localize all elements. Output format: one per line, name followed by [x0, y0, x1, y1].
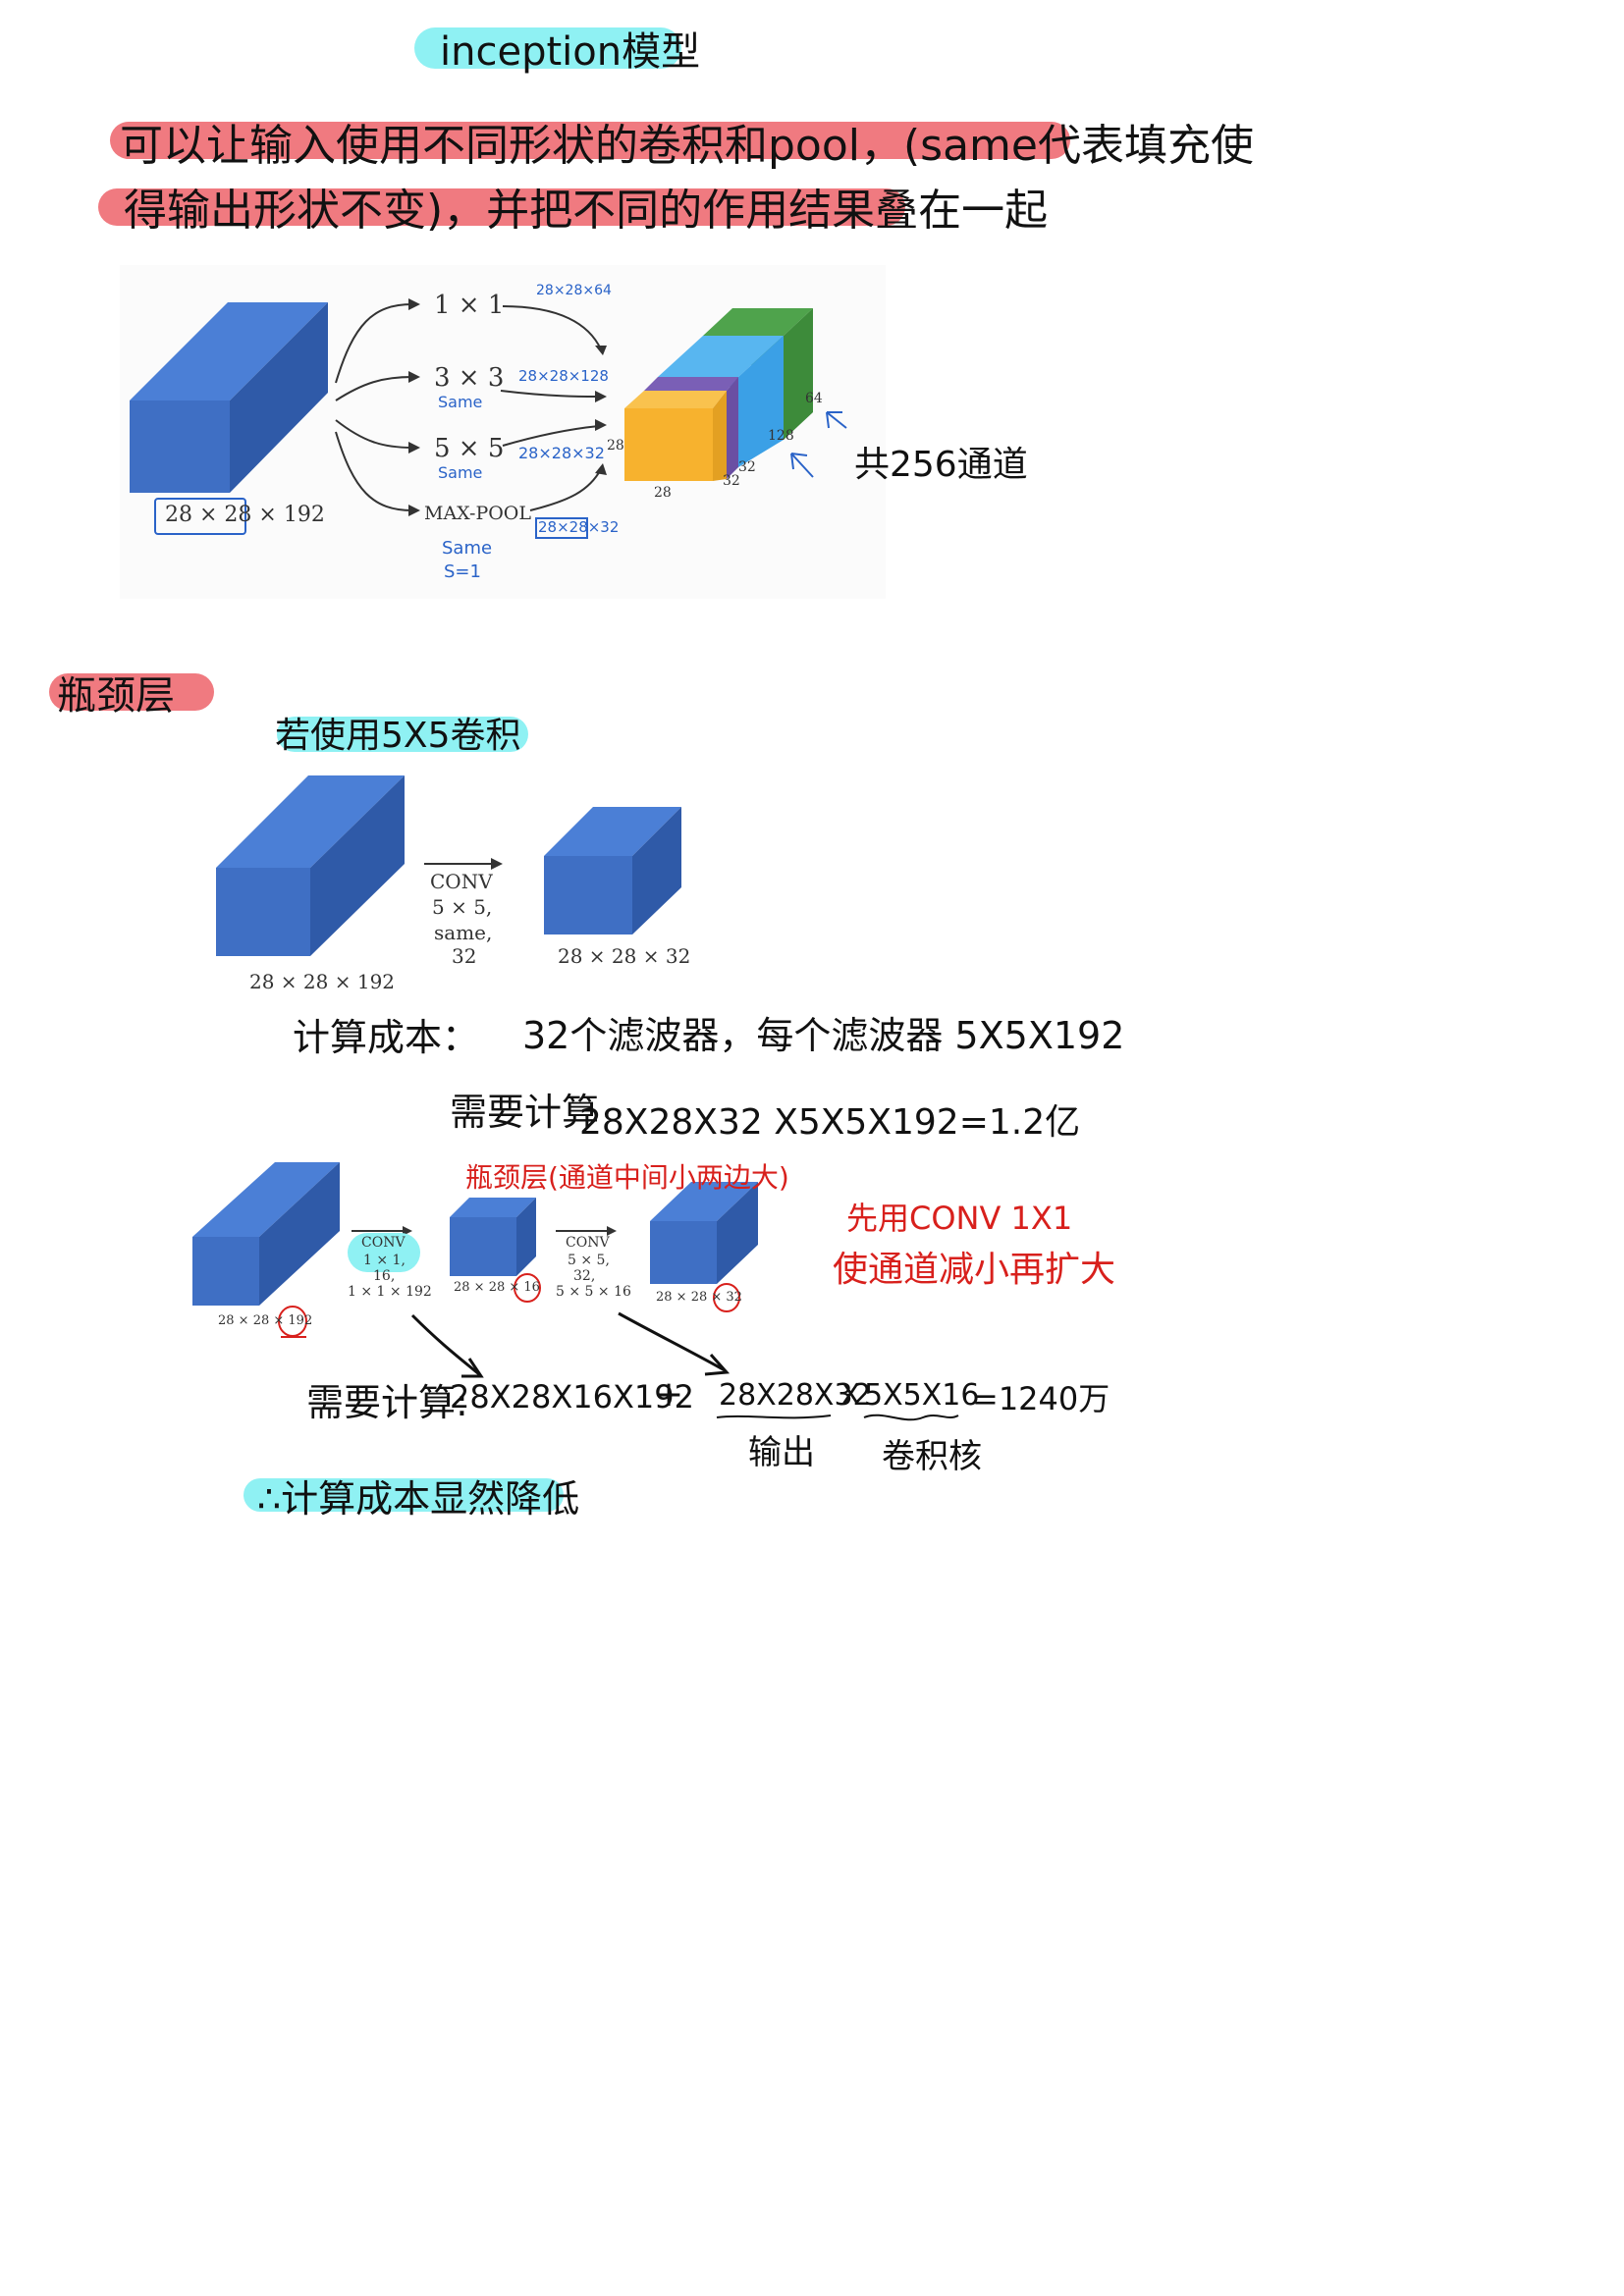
- bn-arrowhead-1: [403, 1226, 412, 1236]
- cost-line-2: 28X28X32 X5X5X192=1.2亿: [579, 1102, 1081, 1143]
- intro-highlight-2: [98, 188, 905, 226]
- bn-conv1-line-4: 1 × 1 × 192: [348, 1284, 432, 1300]
- calc-x: X: [840, 1378, 861, 1413]
- channels-note: 共256通道: [854, 445, 1028, 485]
- bn-label-mid-num: 16: [523, 1280, 540, 1295]
- intro-line-1: 可以让输入使用不同形状的卷积和pool，(same代表填充使: [120, 121, 1254, 171]
- same-note-5x5: Same: [438, 463, 483, 482]
- bn-arrowhead-2: [607, 1226, 617, 1236]
- bn-label-in: 28 × 28 × 192: [218, 1313, 312, 1328]
- red-circles: [278, 1273, 740, 1337]
- pool-stride-note: S=1: [444, 561, 481, 582]
- conclusion: ∴计算成本显然降低: [257, 1477, 580, 1521]
- calc-arrows: [410, 1311, 731, 1378]
- under-kernel: 卷积核: [882, 1437, 982, 1476]
- pool-same-note: Same: [442, 538, 493, 559]
- bn-conv2-line-4: 5 × 5 × 16: [556, 1284, 631, 1300]
- conv5-input-block: [216, 775, 405, 956]
- bottleneck-heading: 瓶颈层: [57, 673, 175, 719]
- bn-conv2-line-2: 5 × 5,: [568, 1253, 610, 1268]
- red-note-side-2: 使通道减小再扩大: [833, 1250, 1116, 1290]
- conv5-output-block: [544, 807, 681, 934]
- same-note-3x3: Same: [438, 393, 483, 411]
- branch-arrowheads: [408, 298, 420, 516]
- calc-term-2a: 28X28X32: [719, 1378, 872, 1413]
- bn-label-out-num: 32: [726, 1290, 742, 1305]
- underline-kernel: [863, 1414, 959, 1421]
- cost-line-2-label: 需要计算: [450, 1091, 600, 1134]
- conclusion-highlight: [244, 1478, 564, 1512]
- cost-label: 计算成本：: [293, 1016, 480, 1059]
- input-label-box: [154, 498, 246, 535]
- red-note-side-1: 先用CONV 1X1: [846, 1200, 1073, 1237]
- calc-term-1: 28X28X16X192: [450, 1378, 694, 1415]
- bn-input-block: [192, 1162, 340, 1306]
- output-arrowheads: [595, 346, 607, 475]
- annot-1x1: 28×28×64: [536, 283, 612, 298]
- inception-output-block: [624, 308, 813, 481]
- calc-term-2b: 5X5X16: [864, 1378, 980, 1413]
- bn-label-in-prefix: 28 × 28 ×: [218, 1313, 289, 1328]
- branch-maxpool: MAX-POOL: [424, 503, 531, 524]
- output-dim-height: 28: [607, 438, 624, 454]
- output-dim-128: 128: [768, 428, 794, 444]
- channel-pointer-arrows: [790, 411, 847, 478]
- red-note-top: 瓶颈层(通道中间小两边大): [465, 1161, 789, 1194]
- bn-label-mid-prefix: 28 × 28 ×: [454, 1280, 524, 1295]
- conv5-label-3: same,: [434, 921, 493, 944]
- bn-conv2-line-3: 32,: [573, 1268, 596, 1284]
- bn-conv2-line-1: CONV: [566, 1235, 610, 1251]
- bn-output-block: [650, 1182, 758, 1284]
- bn-label-out: 28 × 28 × 32: [656, 1290, 742, 1305]
- bn-conv1-line-3: 16,: [373, 1268, 396, 1284]
- inception-input-label: 28 × 28 × 192: [165, 503, 325, 527]
- calc-label: 需要计算:: [306, 1381, 468, 1424]
- page-title: inception模型: [440, 29, 701, 75]
- title-highlight: [414, 27, 681, 69]
- conv5-label-1: CONV: [430, 870, 493, 893]
- bn-label-mid: 28 × 28 × 16: [454, 1280, 540, 1295]
- bn-conv1-line-2: 1 × 1,: [363, 1253, 406, 1268]
- cost-line-1: 32个滤波器，每个滤波器 5X5X192: [522, 1014, 1125, 1057]
- pool-annotation-box: [535, 517, 588, 539]
- conv5-label-2: 5 × 5,: [432, 895, 493, 919]
- conv5-input-label: 28 × 28 × 192: [249, 970, 396, 993]
- output-dim-width: 28: [654, 485, 672, 501]
- output-dim-32b: 32: [723, 473, 740, 489]
- annot-3x3: 28×28×128: [518, 367, 609, 385]
- inception-input-block: [130, 302, 328, 493]
- annot-maxpool: 28×28×32: [538, 518, 620, 536]
- conv5-label-4: 32: [452, 944, 477, 968]
- bn-conv1-line-1: CONV: [361, 1235, 406, 1251]
- output-arrows: [500, 305, 602, 511]
- output-dim-32a: 32: [738, 459, 756, 475]
- bn-label-out-prefix: 28 × 28 ×: [656, 1290, 727, 1305]
- calc-plus: +: [654, 1374, 684, 1415]
- intro-line-2: 得输出形状不变)，并把不同的作用结果叠在一起: [124, 186, 1049, 236]
- bottleneck-heading-highlight: [49, 673, 214, 711]
- bottleneck-subheading: 若使用5X5卷积: [275, 716, 521, 756]
- branch-3x3: 3 × 3: [434, 363, 505, 393]
- branch-1x1: 1 × 1: [434, 291, 505, 320]
- branch-5x5: 5 × 5: [434, 434, 505, 463]
- bn-label-in-num: 192: [288, 1313, 313, 1328]
- under-output: 输出: [748, 1433, 815, 1472]
- calc-result: =1240万: [972, 1380, 1110, 1417]
- bn-middle-block: [450, 1198, 536, 1276]
- output-dim-64: 64: [805, 391, 823, 406]
- subheading-highlight: [277, 717, 528, 752]
- annot-5x5: 28×28×32: [518, 444, 605, 462]
- conv5-output-label: 28 × 28 × 32: [558, 944, 691, 968]
- intro-highlight-1: [110, 122, 1070, 159]
- bn-conv1-highlight: [348, 1233, 420, 1272]
- conv5-arrowhead: [491, 858, 503, 870]
- underline-output: [716, 1415, 832, 1419]
- branch-arrows: [335, 303, 413, 511]
